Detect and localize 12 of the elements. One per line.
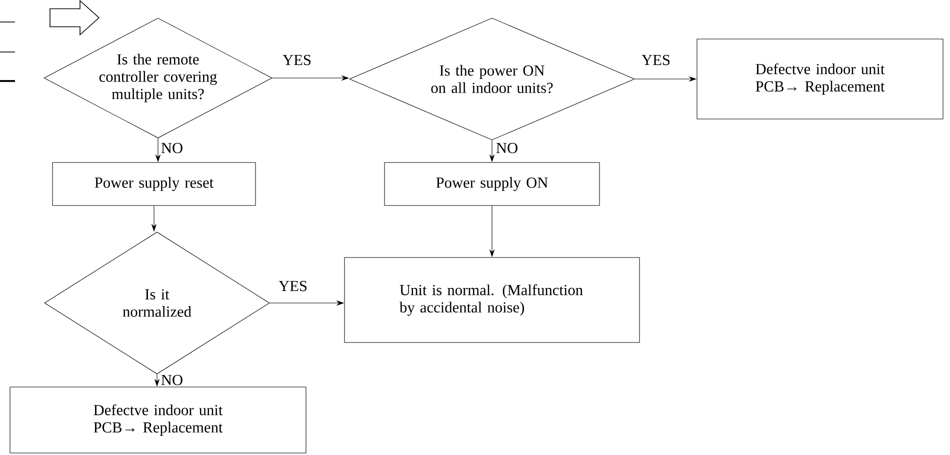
edge-label: YES (282, 54, 311, 66)
start-arrow (50, 0, 100, 36)
edge-label: NO (161, 374, 182, 386)
edge-label: NO (161, 142, 182, 154)
process-box: Power supply reset (52, 162, 256, 206)
process-box: Power supply ON (384, 162, 600, 206)
edge-label: YES (642, 54, 670, 66)
process-box: Unit is normal. (Malfunction by accidental noise) (344, 257, 640, 343)
process-box: Defectve indoor unit PCB→ Replacement (10, 386, 306, 454)
edge-label: YES (278, 280, 307, 292)
edge-label: NO (496, 142, 518, 154)
process-box: Defectve indoor unit PCB→ Replacement (696, 38, 944, 120)
